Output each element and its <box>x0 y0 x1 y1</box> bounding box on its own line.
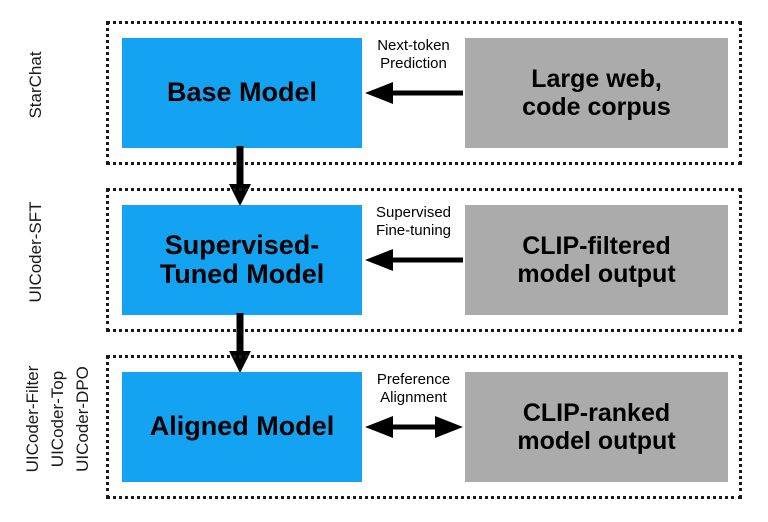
stage-container-starchat <box>106 21 742 165</box>
data-box-line-1: CLIP-ranked <box>522 399 671 427</box>
stage-container-uicoder-sft <box>106 188 742 332</box>
edge-label-line-1: Supervised <box>375 204 452 221</box>
data-box-clip-filtered-model-output: CLIP-filtered model output <box>465 205 728 315</box>
data-box-line-2: model output <box>517 260 676 288</box>
edge-label-supervised-fine-tuning: Supervised Fine-tuning <box>363 204 464 239</box>
data-box-line-2: model output <box>517 427 676 455</box>
edge-label-line-2: Fine-tuning <box>375 221 452 239</box>
data-box-line-1: CLIP-filtered <box>522 232 671 260</box>
edge-label-line-2: Prediction <box>380 54 447 72</box>
data-box-line-1: Large web, <box>531 65 662 93</box>
model-box-line-2: Tuned Model <box>159 259 325 289</box>
data-box-line-2: code corpus <box>522 93 671 121</box>
edge-label-line-1: Preference <box>376 371 451 388</box>
stage-side-label-uicoder-top: UICoder-Top <box>48 370 67 468</box>
stage-side-label-starchat: StarChat <box>26 51 45 119</box>
arrow-left-next-token-prediction <box>363 80 465 106</box>
model-box-base-model: Base Model <box>122 38 362 148</box>
edge-label-line-1: Next-token <box>377 37 450 54</box>
stage-side-label-uicoder-sft: UICoder-SFT <box>26 201 45 303</box>
model-box-aligned-model-text: Aligned Model <box>149 411 335 442</box>
edge-label-next-token-prediction: Next-token Prediction <box>363 37 464 72</box>
model-box-base-model-text: Base Model <box>166 77 318 108</box>
stage-side-label-uicoder-dpo: UICoder-DPO <box>73 366 92 472</box>
stage-container-uicoder-aligned <box>106 355 742 499</box>
model-box-line-1: Supervised- <box>164 229 320 260</box>
model-box-aligned-model: Aligned Model <box>122 372 362 482</box>
data-box-large-web-code-corpus: Large web, code corpus <box>465 38 728 148</box>
model-box-supervised-tuned-model: Supervised- Tuned Model <box>122 205 362 315</box>
arrow-bidirectional-preference-alignment <box>363 414 465 440</box>
stage-side-label-uicoder-filter: UICoder-Filter <box>23 365 42 473</box>
edge-label-line-2: Alignment <box>380 388 447 406</box>
data-box-clip-ranked-model-output: CLIP-ranked model output <box>465 372 728 482</box>
arrow-left-supervised-fine-tuning <box>363 247 465 273</box>
edge-label-preference-alignment: Preference Alignment <box>363 371 464 406</box>
